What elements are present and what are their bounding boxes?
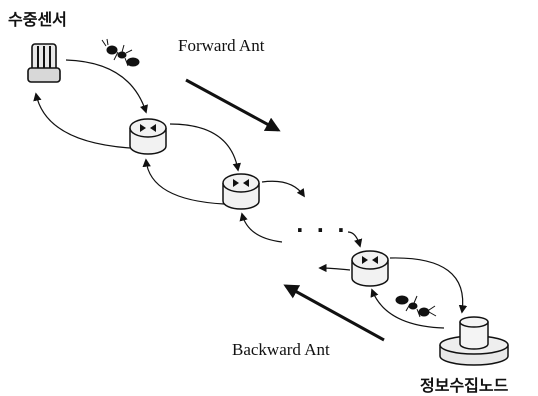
sink-label: 정보수집노드 — [420, 376, 509, 395]
backward-paths — [33, 92, 445, 329]
backward-ant-label: Backward Ant — [232, 340, 330, 359]
router-node-1 — [129, 118, 167, 155]
router-node-3 — [351, 250, 389, 287]
forward-paths — [65, 59, 468, 314]
sensor-label: 수중센서 — [8, 10, 67, 29]
backward-ant-icon — [395, 295, 437, 318]
forward-ant-label: Forward Ant — [178, 36, 265, 55]
forward-ant-icon — [101, 38, 140, 67]
forward-direction-arrow — [185, 78, 281, 132]
backward-direction-arrow — [283, 284, 385, 342]
ellipsis-label: · · · — [296, 218, 348, 242]
sink-node-icon — [439, 316, 509, 366]
router-node-2 — [222, 173, 260, 210]
sensor-icon — [27, 43, 61, 83]
